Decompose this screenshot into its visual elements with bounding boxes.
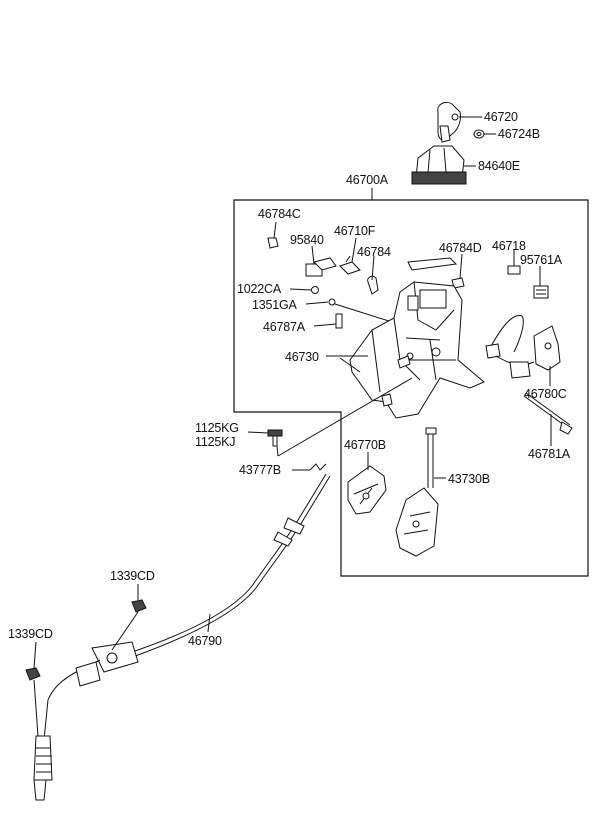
label-46787A: 46787A xyxy=(263,320,306,334)
label-95761A: 95761A xyxy=(520,253,563,267)
label-43777B: 43777B xyxy=(239,463,281,477)
label-1351GA: 1351GA xyxy=(252,298,298,312)
clip-46784C xyxy=(267,237,279,249)
cover-46784D xyxy=(407,257,465,289)
label-46700A: 46700A xyxy=(346,173,389,187)
assembly-frame xyxy=(233,199,589,577)
label-1339CD-upper: 1339CD xyxy=(110,569,155,583)
label-95840: 95840 xyxy=(290,233,324,247)
washer-part xyxy=(473,129,485,139)
washer-1351GA xyxy=(328,298,336,306)
label-84640E: 84640E xyxy=(478,159,520,173)
detent-bracket xyxy=(347,465,387,515)
bolt-1125KG xyxy=(267,429,283,447)
label-46781A: 46781A xyxy=(528,447,571,461)
switch-95840 xyxy=(305,257,337,277)
pin-46787A xyxy=(335,313,343,329)
label-46784D: 46784D xyxy=(439,241,482,255)
label-43730B: 43730B xyxy=(448,472,490,486)
part-46718 xyxy=(507,265,521,275)
label-1125KJ: 1125KJ xyxy=(195,435,235,449)
label-46780C: 46780C xyxy=(524,387,567,401)
label-46770B: 46770B xyxy=(344,438,386,452)
rod-46781A xyxy=(523,392,573,435)
label-46784C: 46784C xyxy=(258,207,301,221)
nut-1339CD-upper xyxy=(131,599,147,613)
label-1022CA: 1022CA xyxy=(237,282,282,296)
clip-46784 xyxy=(367,275,379,295)
label-46724B: 46724B xyxy=(498,127,540,141)
wiring-harness xyxy=(485,314,561,379)
nut-1022CA xyxy=(311,286,319,294)
clip-43777B xyxy=(309,463,327,471)
shift-knob-part xyxy=(437,101,461,143)
shift-boot-part xyxy=(411,145,467,185)
label-46730: 46730 xyxy=(285,350,319,364)
bracket-46710F xyxy=(339,255,361,275)
nut-1339CD-lower xyxy=(25,667,41,681)
label-46718: 46718 xyxy=(492,239,526,253)
label-1125KG: 1125KG xyxy=(195,421,239,435)
shift-cable xyxy=(33,473,331,801)
connector-95761A xyxy=(533,285,549,299)
label-46710F: 46710F xyxy=(334,224,376,238)
label-1339CD-lower: 1339CD xyxy=(8,627,53,641)
label-46784: 46784 xyxy=(357,245,391,259)
shift-lever-housing xyxy=(349,281,485,419)
label-46790: 46790 xyxy=(188,634,222,648)
label-46720: 46720 xyxy=(484,110,518,124)
shift-lever-part xyxy=(395,427,439,557)
